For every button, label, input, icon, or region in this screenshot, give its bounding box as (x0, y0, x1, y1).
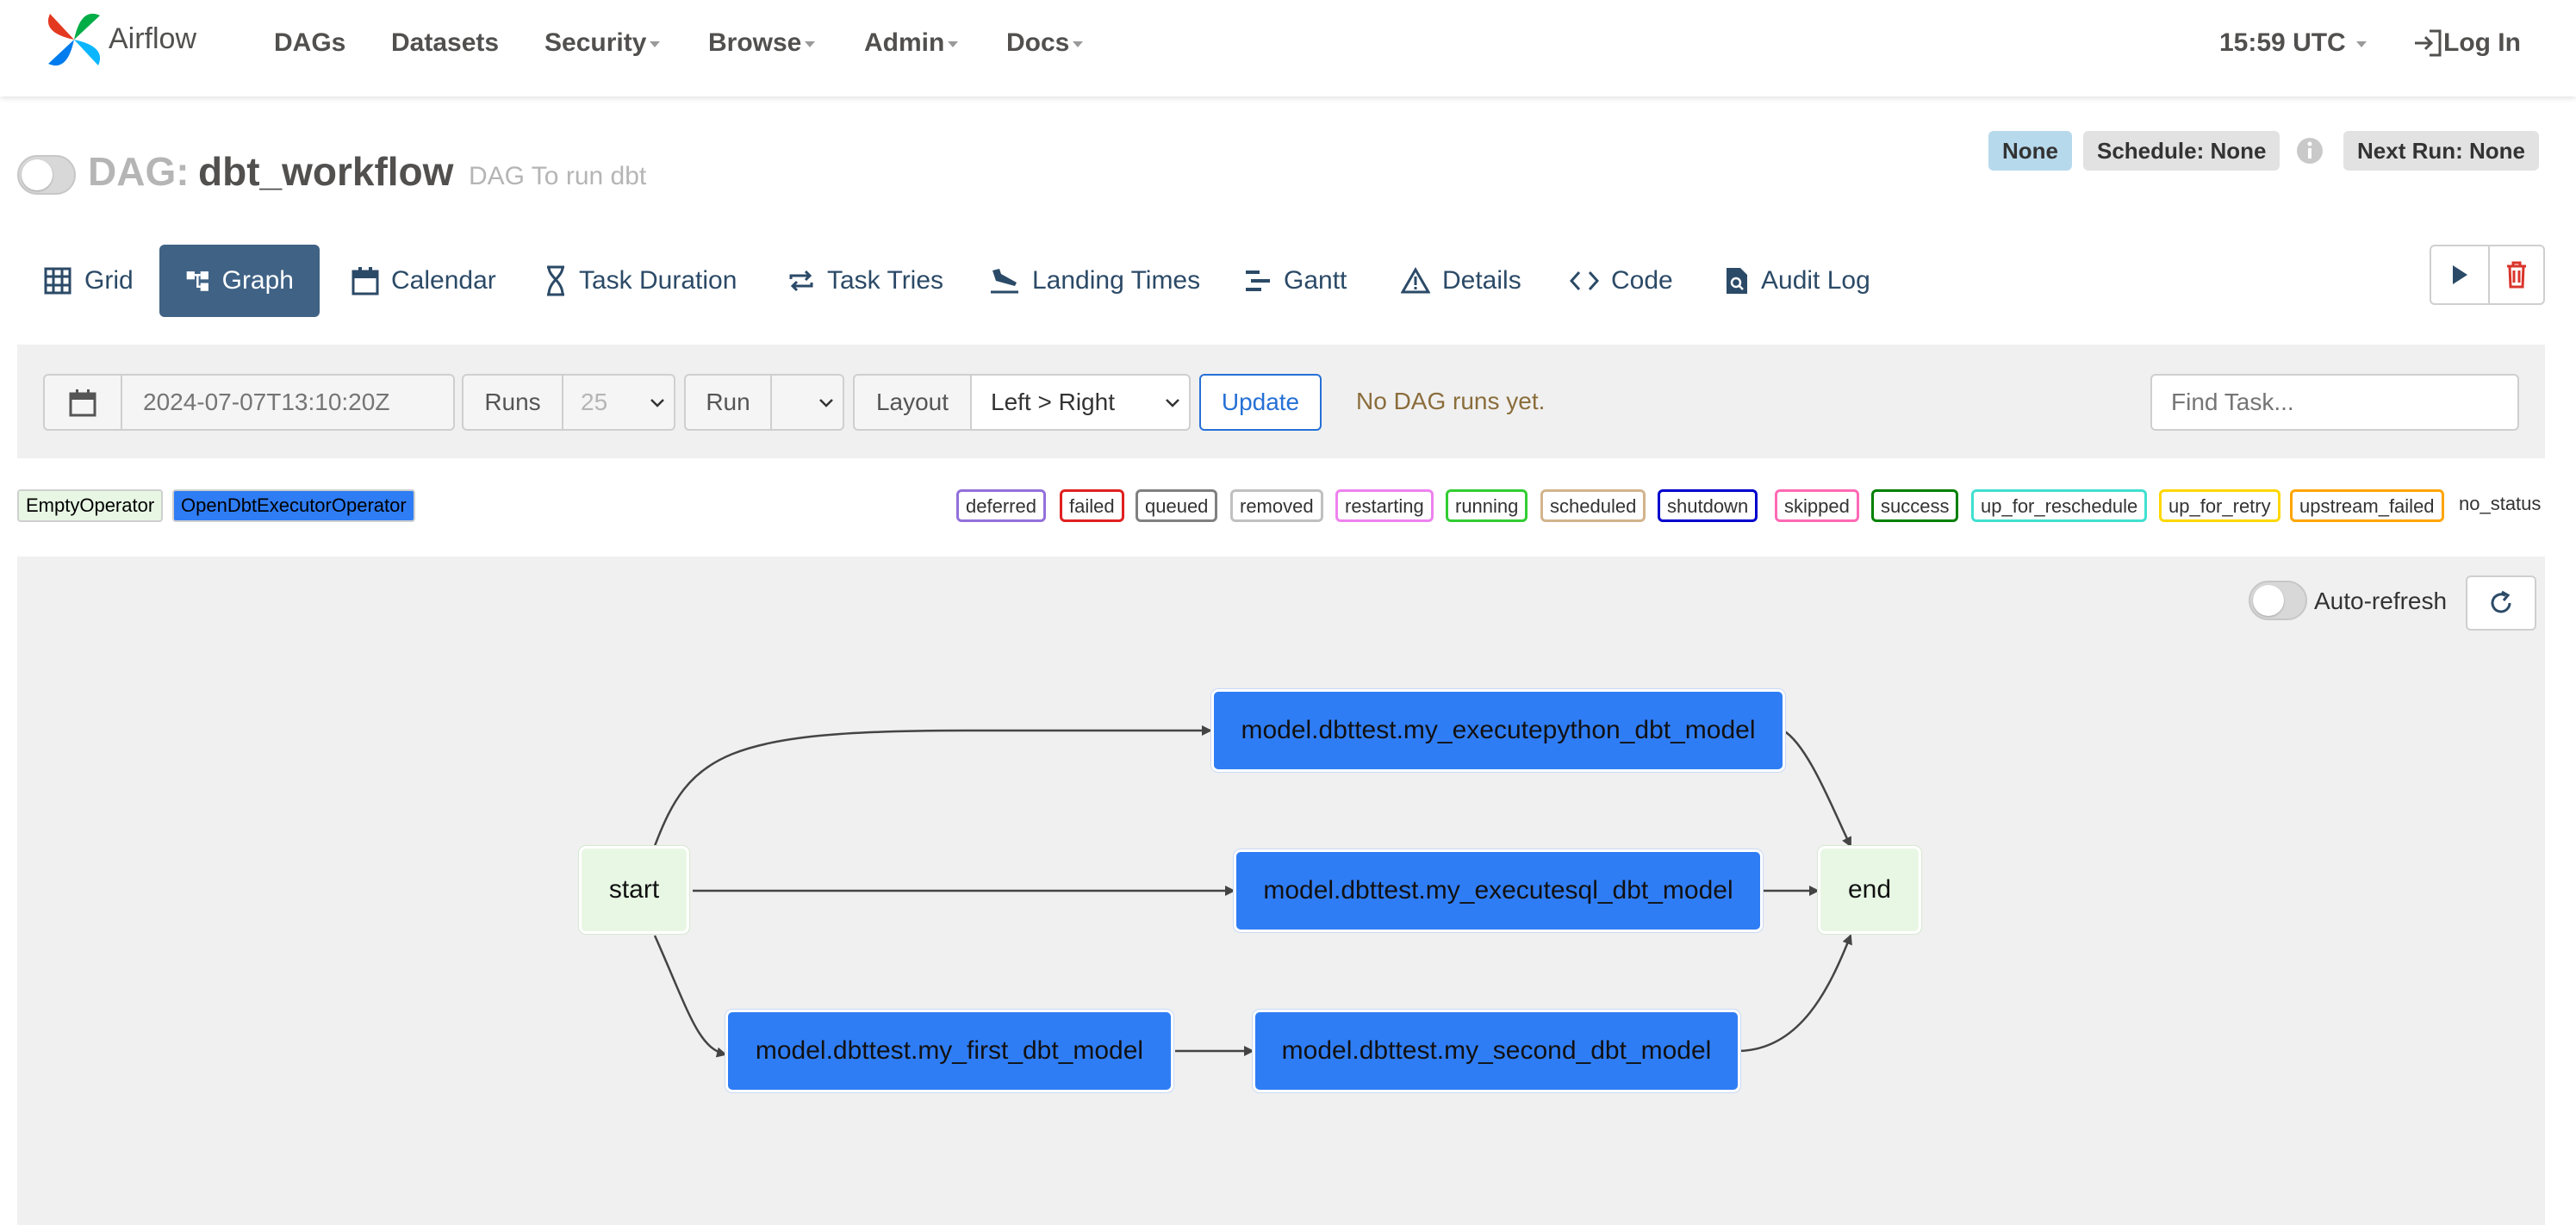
dag-action-group (2430, 245, 2545, 305)
state-legend-deferred[interactable]: deferred (956, 489, 1046, 522)
auto-refresh-label: Auto-refresh (2314, 588, 2448, 614)
state-legend-up-for-reschedule[interactable]: up_for_reschedule (1971, 489, 2148, 522)
state-legend-restarting[interactable]: restarting (1335, 489, 1434, 522)
calendar-icon (69, 389, 96, 417)
brand-name[interactable]: Airflow (109, 22, 197, 55)
trash-icon (2507, 261, 2526, 289)
edge-start-executepython (653, 725, 1212, 847)
state-legend-failed[interactable]: failed (1060, 489, 1124, 522)
update-button[interactable]: Update (1199, 374, 1322, 431)
nav-browse[interactable]: Browse (708, 28, 816, 58)
trigger-dag-button[interactable] (2431, 246, 2490, 303)
nav-security[interactable]: Security (544, 28, 661, 58)
task-node-executesql[interactable]: model.dbttest.my_executesql_dbt_model (1234, 849, 1763, 932)
refresh-icon (2491, 590, 2511, 613)
runs-select-value: 25 (581, 389, 608, 415)
runs-label: Runs (462, 374, 563, 431)
gantt-icon (1246, 270, 1270, 291)
state-legend-removed[interactable]: removed (1230, 489, 1323, 522)
dag-prefix: DAG: (88, 149, 190, 194)
tab-audit-log[interactable]: Audit Log (1725, 245, 1870, 317)
top-navbar: Airflow DAGs Datasets Security Browse Ad… (0, 0, 2576, 96)
graph-canvas[interactable]: Auto-refresh start model.dbttest.my_exec… (17, 557, 2545, 1225)
run-select[interactable] (770, 374, 844, 431)
graph-edges (653, 725, 1852, 1058)
task-node-start[interactable]: start (579, 846, 689, 934)
tab-landing-times[interactable]: Landing Times (989, 245, 1200, 317)
layout-select[interactable]: Left > Right (970, 374, 1191, 431)
schedule-badge: Schedule: None (2083, 131, 2280, 171)
code-icon (1570, 270, 1599, 291)
file-search-icon (1727, 268, 1747, 294)
login-icon (2415, 29, 2442, 57)
date-picker-button[interactable] (43, 374, 122, 431)
chevron-down-icon (1166, 399, 1179, 407)
chevron-down-icon (650, 399, 664, 407)
no-runs-message: No DAG runs yet. (1356, 388, 1546, 414)
state-legend-success[interactable]: success (1871, 489, 1959, 522)
chevron-down-icon (1073, 40, 1084, 47)
base-date-input[interactable] (121, 374, 455, 431)
tab-code[interactable]: Code (1570, 245, 1673, 317)
tab-grid[interactable]: Grid (43, 245, 134, 317)
edge-second-end (1736, 934, 1852, 1053)
task-node-executepython[interactable]: model.dbttest.my_executepython_dbt_model (1211, 689, 1785, 772)
find-task-input[interactable] (2150, 374, 2519, 431)
state-legend-up-for-retry[interactable]: up_for_retry (2159, 489, 2280, 522)
edge-executepython-end (1783, 729, 1852, 848)
graph-icon (186, 271, 208, 291)
task-node-first[interactable]: model.dbttest.my_first_dbt_model (725, 1010, 1173, 1092)
state-legend-queued[interactable]: queued (1136, 489, 1218, 522)
state-legend-no-status[interactable]: no_status (2459, 493, 2542, 514)
run-label: Run (684, 374, 772, 431)
plane-landing-icon (991, 269, 1018, 294)
login-link[interactable]: Log In (2412, 28, 2521, 58)
warning-triangle-icon (1401, 267, 1430, 294)
state-legend-upstream-failed[interactable]: upstream_failed (2290, 489, 2444, 522)
delete-dag-button[interactable] (2490, 246, 2543, 303)
dag-pause-toggle[interactable] (17, 155, 76, 195)
chevron-down-icon (650, 40, 661, 47)
edge-start-first (653, 935, 727, 1058)
grid-icon (44, 267, 72, 295)
tab-graph[interactable]: Graph (159, 245, 320, 317)
state-legend-running[interactable]: running (1446, 489, 1528, 522)
chevron-down-icon (948, 40, 959, 47)
next-run-badge: Next Run: None (2343, 131, 2539, 171)
dag-description: DAG To run dbt (469, 162, 647, 190)
nav-dags[interactable]: DAGs (274, 28, 346, 57)
nav-datasets[interactable]: Datasets (391, 28, 500, 57)
airflow-logo-icon[interactable] (41, 7, 107, 72)
info-icon[interactable] (2295, 136, 2324, 165)
layout-select-value: Left > Right (991, 389, 1115, 415)
hourglass-icon (547, 265, 564, 296)
tab-task-duration[interactable]: Task Duration (544, 245, 737, 317)
task-node-second[interactable]: model.dbttest.my_second_dbt_model (1253, 1010, 1740, 1092)
chevron-down-icon (805, 40, 816, 47)
auto-refresh-toggle[interactable] (2249, 581, 2307, 620)
nav-docs[interactable]: Docs (1006, 28, 1084, 58)
nav-admin[interactable]: Admin (864, 28, 959, 58)
tab-details[interactable]: Details (1401, 245, 1521, 317)
utc-time-dropdown[interactable]: 15:59 UTC (2219, 28, 2367, 58)
state-legend-shutdown[interactable]: shutdown (1658, 489, 1758, 522)
calendar-icon (352, 267, 379, 295)
task-node-end[interactable]: end (1818, 846, 1921, 934)
retry-icon (789, 270, 813, 292)
play-icon (2453, 265, 2467, 284)
chevron-down-icon (819, 399, 833, 407)
operator-legend-item[interactable]: EmptyOperator (17, 489, 164, 522)
dag-id-title: dbt_workflow (198, 149, 454, 194)
runs-select[interactable]: 25 (562, 374, 675, 431)
tab-gantt[interactable]: Gantt (1244, 245, 1347, 317)
tab-task-tries[interactable]: Task Tries (787, 245, 943, 317)
refresh-button[interactable] (2466, 575, 2536, 631)
operator-legend-item[interactable]: OpenDbtExecutorOperator (172, 489, 415, 522)
layout-label: Layout (853, 374, 972, 431)
tab-calendar[interactable]: Calendar (352, 245, 496, 317)
chevron-down-icon (2355, 40, 2367, 47)
dag-state-badge: None (1988, 131, 2072, 171)
state-legend-scheduled[interactable]: scheduled (1540, 489, 1646, 522)
state-legend-skipped[interactable]: skipped (1775, 489, 1859, 522)
